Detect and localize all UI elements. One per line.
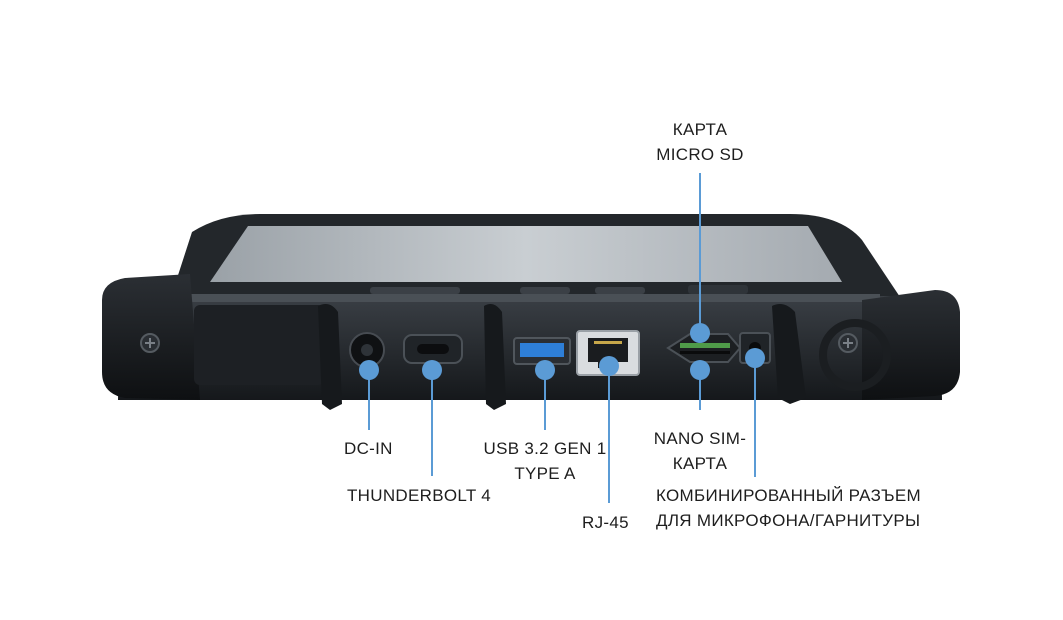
label-thunderbolt: THUNDERBOLT 4 — [347, 486, 492, 505]
rj45-port — [576, 330, 640, 376]
callout-dot-rj45 — [599, 356, 619, 376]
label-combo-jack: КОМБИНИРОВАННЫЙ РАЗЪЕМ ДЛЯ МИКРОФОНА/ГАР… — [656, 486, 921, 530]
callout-dot-nanosim — [690, 360, 710, 380]
thunderbolt-port — [403, 334, 463, 364]
label-microsd: КАРТА MICRO SD — [656, 120, 744, 164]
callout-lines — [368, 173, 756, 503]
callout-dot-combo — [745, 348, 765, 368]
callout-dots — [359, 323, 765, 380]
label-usb: USB 3.2 GEN 1 TYPE A — [483, 439, 607, 483]
callout-dot-dcin — [359, 360, 379, 380]
callout-dot-usb — [535, 360, 555, 380]
lanyard-ring-icon — [819, 319, 891, 391]
callout-dot-thunderbolt — [422, 360, 442, 380]
port-covers — [318, 304, 806, 410]
right-bumper — [819, 290, 960, 400]
label-dc-in: DC-IN — [344, 439, 393, 458]
usb-port — [513, 337, 571, 365]
label-nano-sim: NANO SIM- КАРТА — [653, 429, 747, 473]
label-rj45: RJ-45 — [582, 513, 629, 532]
callout-dot-microsd — [690, 323, 710, 343]
left-bumper — [102, 274, 324, 400]
dc-in-port — [349, 332, 385, 368]
tablet-screen — [210, 226, 842, 282]
